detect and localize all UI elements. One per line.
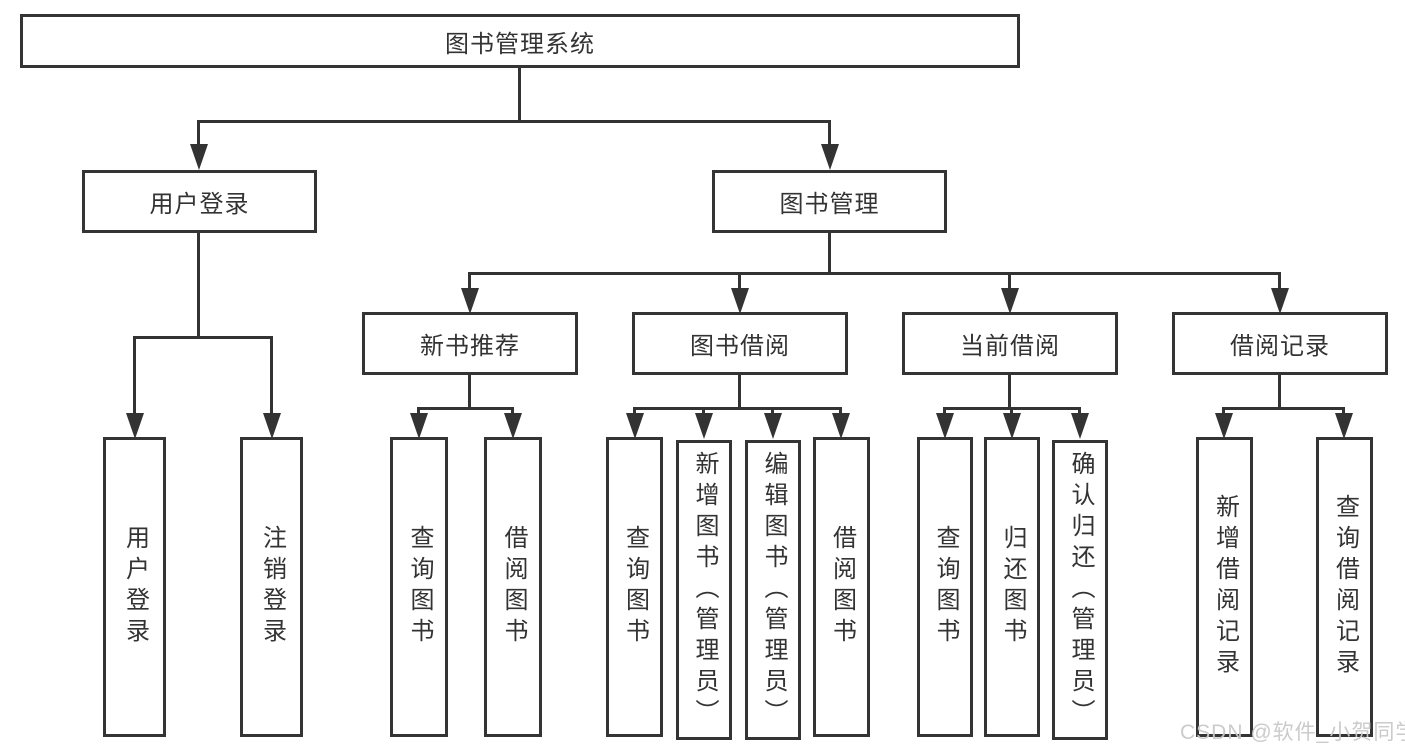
arrow-down-icon (832, 413, 850, 439)
connector-arrow-stem (771, 407, 774, 415)
node-user-login: 用户登录 (82, 170, 317, 233)
arrow-down-icon (504, 413, 522, 439)
leaf-label: 编辑图书（管理员） (760, 450, 787, 730)
connector-arrow-stem (270, 336, 273, 415)
leaf-label: 新增借阅记录 (1211, 494, 1239, 680)
connector-arrow-stem (417, 407, 420, 415)
node-new-book-recommendation: 新书推荐 (362, 312, 578, 375)
leaf-label: 借阅图书 (500, 525, 527, 649)
connector-root-branch (197, 120, 831, 123)
connector-new-book-branch (417, 407, 514, 410)
connector-arrow-stem (133, 336, 136, 415)
connector-arrow-stem (197, 120, 200, 146)
connector-book-borrowing-branch (633, 407, 842, 410)
leaf-label: 用户登录 (121, 525, 149, 649)
arrow-down-icon (461, 288, 479, 314)
arrow-down-icon (695, 413, 713, 439)
connector-arrow-stem (468, 272, 471, 290)
leaf-label: 确认归还（管理员） (1067, 450, 1094, 730)
arrow-down-icon (1271, 288, 1289, 314)
node-current-borrowing: 当前借阅 (902, 312, 1118, 375)
connector-arrow-stem (1078, 407, 1081, 415)
leaf-label: 归还图书 (999, 525, 1026, 649)
connector-arrow-stem (828, 120, 831, 146)
arrow-down-icon (1215, 413, 1233, 439)
connector-arrow-stem (1008, 272, 1011, 290)
leaf-borrow-books-borrowing: 借阅图书 (813, 437, 870, 737)
connector-book-management-stem (828, 233, 831, 274)
connector-borrowing-records-stem (1278, 375, 1281, 409)
leaf-query-borrow-record: 查询借阅记录 (1316, 437, 1373, 737)
arrow-down-icon (1071, 413, 1089, 439)
arrow-down-icon (126, 413, 144, 439)
arrow-down-icon (190, 144, 208, 170)
leaf-add-books-admin: 新增图书（管理员） (676, 440, 732, 740)
connector-user-login-stem (197, 233, 200, 339)
leaf-confirm-return-admin: 确认归还（管理员） (1052, 440, 1108, 740)
arrow-down-icon (731, 288, 749, 314)
node-label: 借阅记录 (1230, 333, 1330, 360)
connector-arrow-stem (511, 407, 514, 415)
node-library-management-system: 图书管理系统 (20, 14, 1020, 68)
connector-borrowing-records-branch (1222, 407, 1345, 410)
connector-root-stem (518, 68, 521, 122)
connector-current-borrowing-stem (1008, 375, 1011, 409)
connector-arrow-stem (702, 407, 705, 415)
node-label: 图书借阅 (690, 333, 790, 360)
node-borrowing-records: 借阅记录 (1172, 312, 1388, 375)
node-label: 图书管理 (779, 191, 880, 218)
leaf-query-books-recommend: 查询图书 (390, 437, 448, 737)
leaf-label: 查询图书 (621, 525, 649, 649)
connector-arrow-stem (738, 272, 741, 290)
arrow-down-icon (1335, 413, 1353, 439)
leaf-query-books-borrowing: 查询图书 (606, 437, 663, 737)
node-label: 新书推荐 (420, 333, 520, 360)
arrow-down-icon (1001, 288, 1019, 314)
leaf-borrow-books-recommend: 借阅图书 (484, 437, 542, 737)
leaf-logout: 注销登录 (240, 437, 303, 737)
connector-arrow-stem (1342, 407, 1345, 415)
leaf-label: 查询图书 (932, 525, 959, 649)
leaf-label: 借阅图书 (828, 525, 856, 649)
leaf-label: 新增图书（管理员） (691, 450, 718, 730)
arrow-down-icon (936, 413, 954, 439)
leaf-user-login: 用户登录 (103, 437, 166, 737)
arrow-down-icon (410, 413, 428, 439)
connector-new-book-stem (468, 375, 471, 409)
leaf-edit-books-admin: 编辑图书（管理员） (745, 440, 801, 740)
arrow-down-icon (1003, 413, 1021, 439)
connector-book-management-branch (468, 272, 1281, 275)
leaf-return-books: 归还图书 (984, 437, 1040, 737)
connector-arrow-stem (943, 407, 946, 415)
leaf-label: 查询借阅记录 (1331, 494, 1359, 680)
arrow-down-icon (821, 144, 839, 170)
leaf-add-borrow-record: 新增借阅记录 (1196, 437, 1253, 737)
node-book-borrowing: 图书借阅 (632, 312, 848, 375)
arrow-down-icon (764, 413, 782, 439)
arrow-down-icon (263, 413, 281, 439)
leaf-label: 查询图书 (406, 525, 433, 649)
leaf-label: 注销登录 (258, 525, 286, 649)
node-book-management: 图书管理 (712, 170, 947, 233)
arrow-down-icon (626, 413, 644, 439)
node-label: 当前借阅 (960, 333, 1060, 360)
connector-arrow-stem (1278, 272, 1281, 290)
csdn-watermark: CSDN @软件_小贺同学 (1180, 721, 1405, 744)
node-label: 用户登录 (149, 191, 250, 218)
connector-arrow-stem (839, 407, 842, 415)
node-label: 图书管理系统 (445, 30, 595, 58)
leaf-query-books-current: 查询图书 (917, 437, 973, 737)
connector-arrow-stem (1222, 407, 1225, 415)
connector-user-login-branch (133, 336, 273, 339)
connector-arrow-stem (1010, 407, 1013, 415)
connector-arrow-stem (633, 407, 636, 415)
connector-book-borrowing-stem (738, 375, 741, 409)
